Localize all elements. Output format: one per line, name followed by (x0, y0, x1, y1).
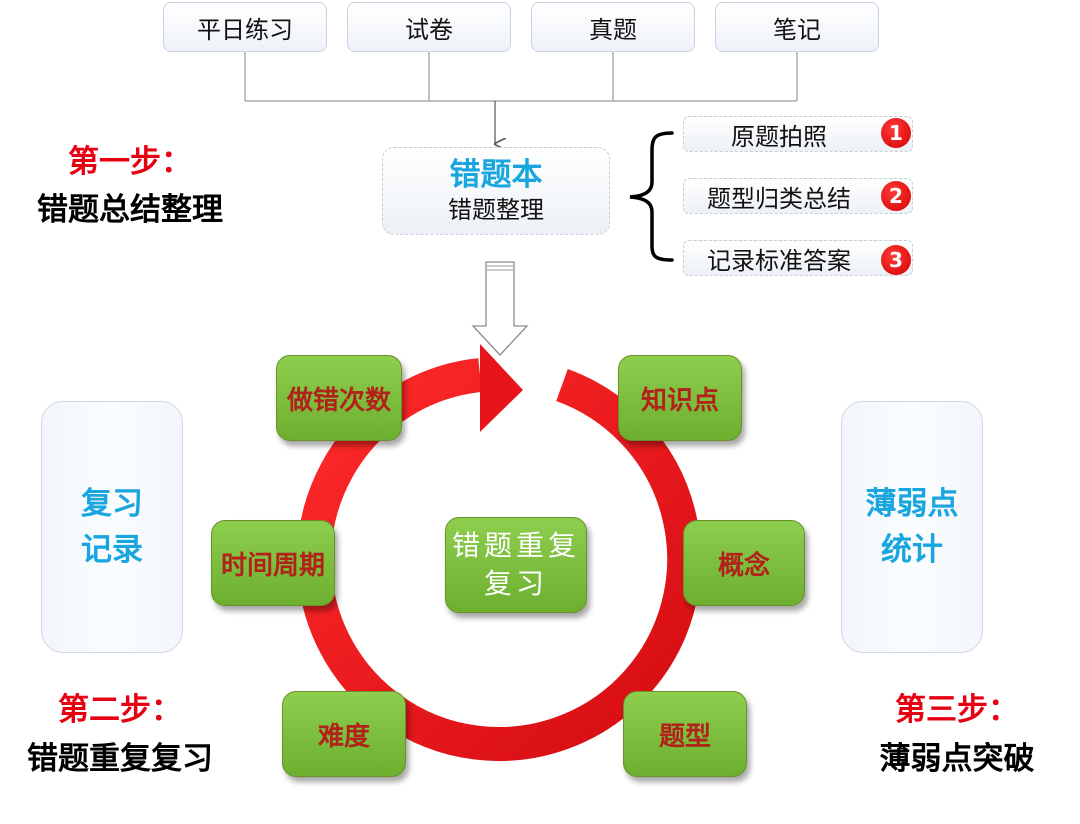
step-item-photo: 原题拍照 (683, 116, 913, 152)
source-box-real-exam: 真题 (531, 2, 695, 52)
step-item-label: 题型归类总结 (707, 184, 851, 213)
number-badge-2: 2 (881, 181, 911, 211)
weakness-stats-panel: 薄弱点 统计 (841, 401, 983, 653)
cycle-node-difficulty: 难度 (282, 691, 406, 777)
source-box-notes: 笔记 (715, 2, 879, 52)
cycle-node-concept: 概念 (683, 520, 805, 606)
cycle-node-error-count: 做错次数 (276, 355, 402, 441)
source-box-practice: 平日练习 (163, 2, 327, 52)
hollow-down-arrow (471, 261, 529, 356)
center-line: 复习 (483, 567, 548, 600)
step-one-label: 第一步： (68, 144, 192, 180)
step-two-label: 第二步： (58, 692, 182, 728)
panel-line: 薄弱点 (865, 486, 959, 522)
panel-line: 复习 (81, 486, 143, 522)
source-box-exam: 试卷 (347, 2, 511, 52)
cycle-node-time-period: 时间周期 (211, 520, 335, 606)
center-line: 错题重复 (451, 529, 580, 562)
cycle-node-question-type: 题型 (623, 691, 747, 777)
cycle-node-knowledge-point: 知识点 (618, 355, 742, 441)
review-record-panel: 复习 记录 (41, 401, 183, 653)
cycle-center-box: 错题重复 复习 (445, 517, 587, 613)
curly-brace (629, 131, 674, 262)
step-item-label: 记录标准答案 (707, 246, 851, 275)
cycle-ring (297, 344, 702, 761)
step-item-label: 原题拍照 (731, 122, 827, 151)
notebook-title: 错题本 (449, 157, 543, 193)
mistake-notebook-box: 错题本 错题整理 (382, 147, 610, 235)
step-item-answer: 记录标准答案 (683, 240, 913, 276)
source-connector-lines (244, 52, 798, 102)
step-three-desc: 薄弱点突破 (879, 741, 1035, 777)
step-one-desc: 错题总结整理 (37, 192, 223, 228)
notebook-subtitle: 错题整理 (448, 196, 544, 224)
number-badge-1: 1 (881, 118, 911, 148)
panel-line: 统计 (881, 532, 943, 568)
panel-line: 记录 (81, 532, 143, 568)
number-badge-3: 3 (881, 245, 911, 275)
step-three-label: 第三步： (895, 692, 1019, 728)
step-two-desc: 错题重复复习 (27, 741, 213, 777)
step-item-classify: 题型归类总结 (683, 178, 913, 214)
